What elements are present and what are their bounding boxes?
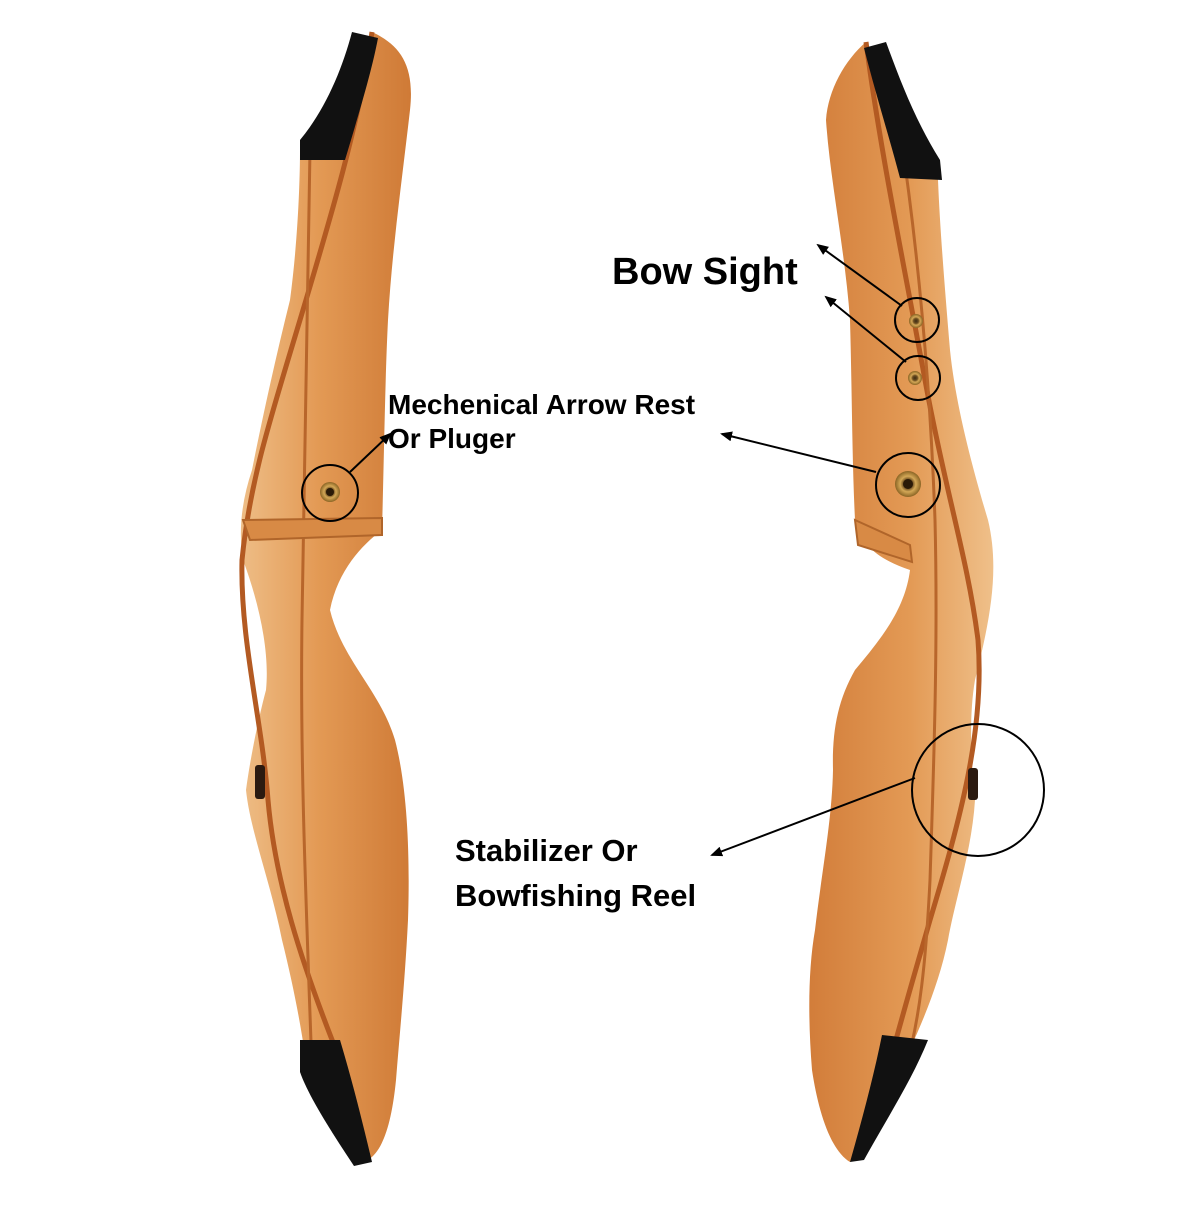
left-laminate-strip-2 bbox=[300, 149, 314, 1071]
right-sight-bushing-2 bbox=[908, 371, 922, 385]
left-rest-arrow bbox=[349, 432, 392, 473]
right-sight-bushing-1 bbox=[909, 314, 923, 328]
right-side-screw bbox=[968, 768, 978, 800]
left-arrow-shelf bbox=[241, 516, 383, 542]
stabilizer-callout-circle bbox=[911, 723, 1045, 857]
left-side-screw bbox=[255, 765, 265, 799]
sight-arrow-2 bbox=[824, 295, 907, 363]
right-riser bbox=[809, 41, 994, 1162]
sight-callout-circle-2 bbox=[895, 355, 941, 401]
arrow-rest-line-1: Mechenical Arrow Rest bbox=[388, 389, 696, 420]
bow-sight-label: Bow Sight bbox=[612, 250, 798, 296]
right-rest-bushing-core bbox=[903, 479, 913, 489]
stabilizer-line-2: Bowfishing Reel bbox=[455, 878, 697, 914]
stabilizer-line-1: Stabilizer Or bbox=[455, 833, 638, 868]
left-riser-body bbox=[240, 32, 411, 1160]
right-laminate-strip-2 bbox=[898, 129, 938, 1071]
right-arrow-shelf bbox=[853, 518, 914, 564]
stabilizer-label: Stabilizer Or Bowfishing Reel bbox=[455, 832, 696, 914]
right-rest-arrow bbox=[720, 431, 877, 473]
stabilizer-arrow bbox=[710, 777, 916, 857]
right-top-tip bbox=[864, 42, 942, 180]
right-laminate-strip bbox=[863, 41, 982, 1101]
left-rest-callout-circle bbox=[301, 464, 359, 522]
left-bushing-highlight bbox=[326, 488, 334, 496]
bow-sight-text: Bow Sight bbox=[612, 251, 798, 293]
sight-arrow-1 bbox=[816, 243, 903, 307]
right-riser-body bbox=[809, 42, 994, 1162]
arrow-rest-line-2: Or Pluger bbox=[388, 422, 516, 454]
left-top-tip bbox=[300, 32, 378, 160]
sight-callout-circle-1 bbox=[894, 297, 940, 343]
arrow-rest-label: Mechenical Arrow Rest Or Pluger bbox=[388, 388, 695, 455]
left-laminate-strip bbox=[239, 31, 375, 1061]
right-rest-callout-circle bbox=[875, 452, 941, 518]
left-riser bbox=[239, 31, 411, 1166]
right-bottom-tip bbox=[850, 1035, 928, 1162]
annotations bbox=[301, 243, 1045, 857]
left-bottom-tip bbox=[300, 1040, 372, 1166]
